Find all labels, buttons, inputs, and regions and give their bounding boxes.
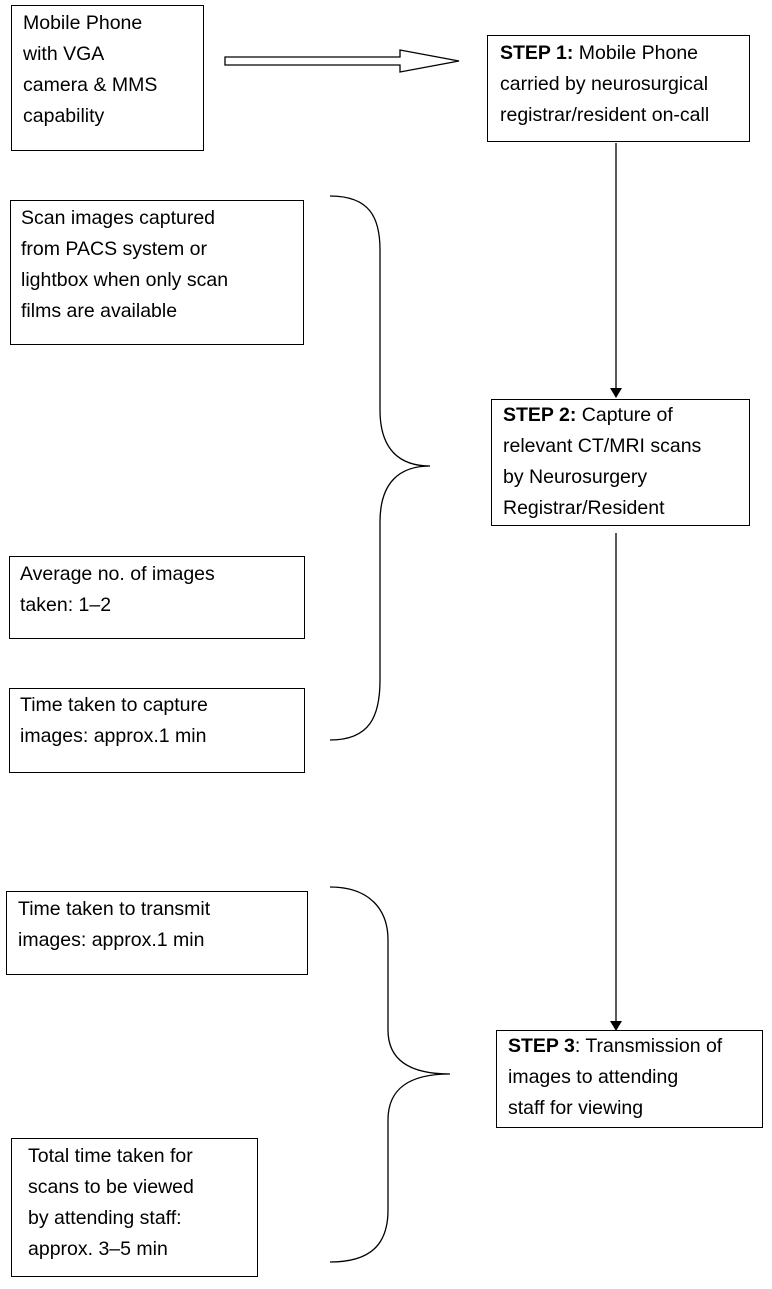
brace-transmission-details bbox=[329, 886, 451, 1263]
phone-requirements-text: Mobile Phone with VGA camera & MMS capab… bbox=[23, 12, 158, 127]
step1-label: STEP 1: bbox=[500, 42, 574, 64]
step3-label: STEP 3 bbox=[508, 1035, 575, 1057]
step2-box: STEP 2: Capture of relevant CT/MRI scans… bbox=[491, 399, 750, 526]
arrow-phone-to-step1 bbox=[224, 49, 460, 73]
brace-capture-details bbox=[329, 195, 431, 741]
step2-label: STEP 2: bbox=[503, 404, 577, 426]
step3-box: STEP 3: Transmission of images to attend… bbox=[496, 1030, 763, 1128]
transmit-time-box: Time taken to transmit images: approx.1 … bbox=[6, 891, 308, 975]
step1-box: STEP 1: Mobile Phone carried by neurosur… bbox=[487, 35, 750, 142]
capture-time-box: Time taken to capture images: approx.1 m… bbox=[9, 688, 305, 773]
capture-source-box: Scan images captured from PACS system or… bbox=[10, 200, 304, 345]
capture-time-text: Time taken to capture images: approx.1 m… bbox=[20, 694, 208, 747]
total-time-text: Total time taken for scans to be viewed … bbox=[28, 1145, 194, 1260]
step3-text: : Transmission of images to attending st… bbox=[508, 1035, 723, 1119]
transmit-time-text: Time taken to transmit images: approx.1 … bbox=[18, 898, 211, 951]
avg-images-box: Average no. of images taken: 1–2 bbox=[9, 556, 305, 639]
phone-requirements-box: Mobile Phone with VGA camera & MMS capab… bbox=[11, 5, 204, 151]
step2-text: Capture of relevant CT/MRI scans by Neur… bbox=[503, 404, 702, 519]
capture-source-text: Scan images captured from PACS system or… bbox=[21, 207, 229, 322]
total-time-box: Total time taken for scans to be viewed … bbox=[11, 1138, 258, 1277]
step1-text: Mobile Phone carried by neurosurgical re… bbox=[500, 42, 710, 126]
avg-images-text: Average no. of images taken: 1–2 bbox=[20, 563, 215, 616]
